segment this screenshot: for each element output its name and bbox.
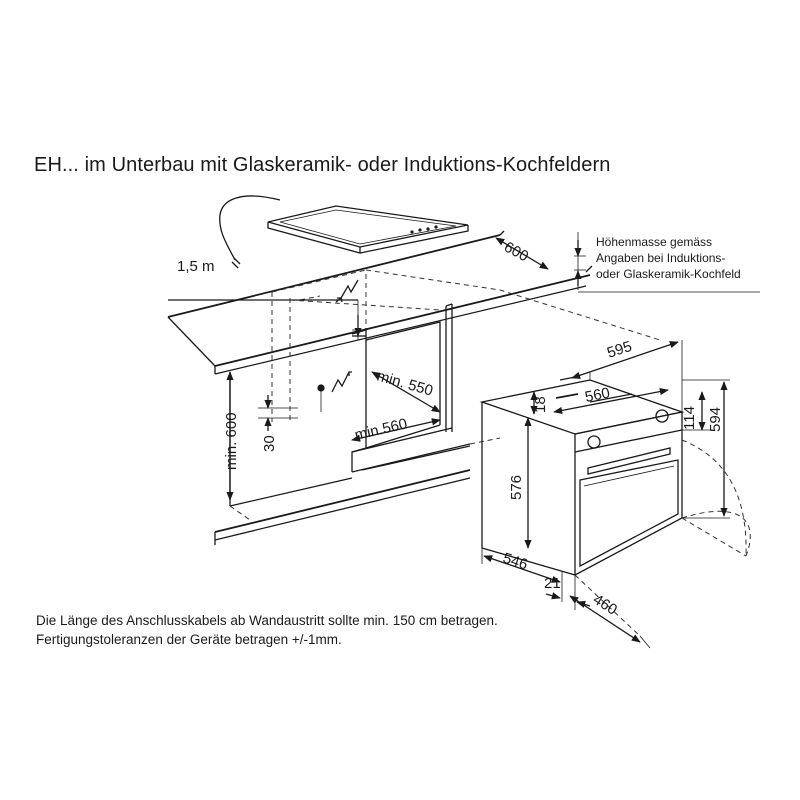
depth-18-label: 18 bbox=[532, 396, 549, 413]
door-clearance-460-label: 460 bbox=[590, 591, 620, 619]
offset-21-label: 21 bbox=[544, 575, 561, 592]
height-594-label: 594 bbox=[707, 407, 724, 432]
width-560-label: 560 bbox=[584, 384, 612, 405]
cable-length-label: 1,5 m bbox=[177, 258, 215, 275]
height-note-line-1: Höhenmasse gemäss bbox=[596, 235, 713, 249]
power-cable bbox=[219, 195, 281, 261]
width-595-label: 595 bbox=[605, 338, 634, 362]
min-depth-550-label: min. 550 bbox=[375, 368, 435, 400]
height-576-label: 576 bbox=[508, 475, 525, 500]
height-note-line-3: oder Glaskeramik-Kochfeld bbox=[596, 267, 741, 281]
footer-line-1: Die Länge des Anschlusskabels ab Wandaus… bbox=[36, 613, 498, 628]
min-height-600-label: min. 600 bbox=[223, 412, 240, 470]
worktop bbox=[167, 234, 591, 375]
depth-546-label: 546 bbox=[501, 550, 530, 574]
height-note-line-2: Angaben bei Induktions- bbox=[596, 251, 726, 265]
footer-line-2: Fertigungstoleranzen der Geräte betragen… bbox=[36, 632, 342, 647]
cooktop bbox=[267, 205, 469, 254]
footer-notes: Die Länge des Anschlusskabels ab Wandaus… bbox=[36, 611, 498, 649]
worktop-depth-label: 600 bbox=[501, 239, 531, 266]
height-114-label: 114 bbox=[681, 406, 698, 430]
cabinet-niche bbox=[214, 269, 471, 545]
page-title: EH... im Unterbau mit Glaskeramik- oder … bbox=[34, 154, 611, 176]
height-note: Höhenmasse gemäss Angaben bei Induktions… bbox=[596, 234, 741, 282]
offset-30-label: 30 bbox=[261, 435, 278, 452]
min-width-560-label: min.560 bbox=[353, 415, 409, 444]
